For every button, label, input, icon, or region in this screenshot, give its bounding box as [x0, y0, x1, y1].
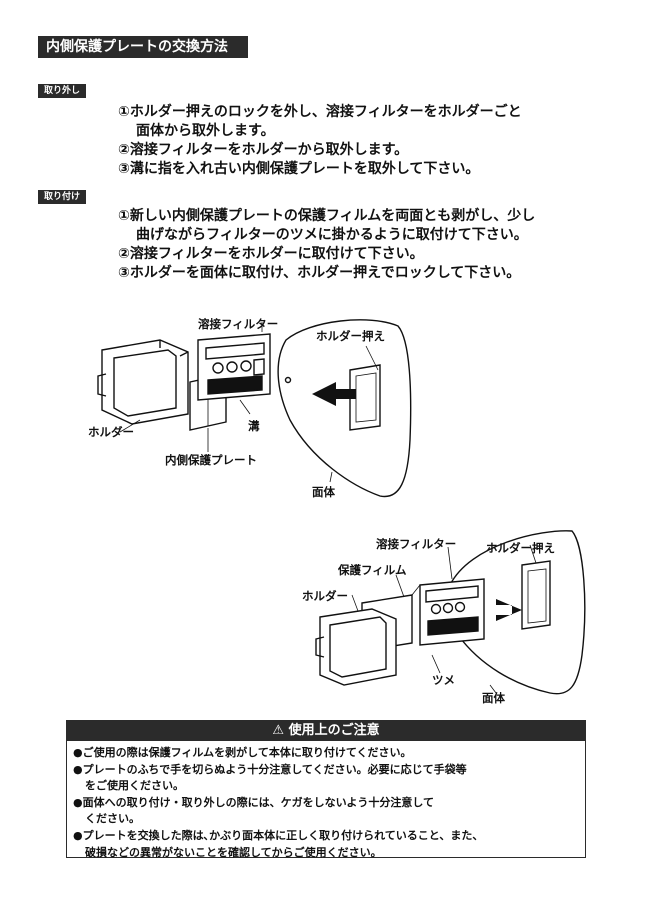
fig2-filter-label: 溶接フィルター — [376, 537, 457, 551]
fig2-mask-label: 面体 — [482, 691, 505, 705]
fig2-holder-label: ホルダー — [302, 589, 348, 603]
removal-step-1: ①ホルダー押えのロックを外し、溶接フィルターをホルダーごと — [118, 104, 522, 120]
fig2-tab-label: ツメ — [432, 673, 455, 687]
caution-heading: 使用上のご注意 — [288, 723, 380, 738]
warning-icon: ⚠ — [272, 723, 285, 738]
page-title: 内側保護プレートの交換方法 — [38, 36, 248, 58]
caution-line-2: ●プレートのふちで手を切らぬよう十分注意してください。必要に応じて手袋等 — [73, 762, 467, 776]
fig1-groove-label: 溝 — [248, 419, 260, 433]
caution-line-3: をご使用ください。 — [85, 779, 184, 793]
caution-box: ⚠ 使用上のご注意 ●ご使用の際は保護フィルムを剥がして本体に取り付けてください… — [66, 720, 586, 861]
fig1-inner-plate-label: 内側保護プレート — [165, 453, 257, 467]
removal-diagram — [97, 319, 412, 498]
install-step-1-cont: 曲げながらフィルターのツメに掛かるように取付けて下さい。 — [136, 227, 528, 243]
install-step-1: ①新しい内側保護プレートの保護フィルムを両面とも剥がし、少し — [118, 208, 536, 224]
caution-line-1: ●ご使用の際は保護フィルムを剥がして本体に取り付けてください。 — [73, 746, 412, 759]
fig1-filter-label: 溶接フィルター — [198, 317, 279, 331]
caution-header: ⚠ 使用上のご注意 — [67, 721, 585, 741]
removal-tag: 取り外し — [38, 84, 87, 98]
caution-line-6: ●プレートを交換した際は､かぶり面本体に正しく取り付けられていること、また、 — [73, 828, 484, 842]
removal-step-2: ②溶接フィルターをホルダーから取外します。 — [118, 142, 409, 158]
install-tag: 取り付け — [38, 190, 87, 204]
caution-line-7: 破損などの異常がないことを確認してからご使用ください。 — [85, 845, 382, 859]
caution-body: ●ご使用の際は保護フィルムを剥がして本体に取り付けてください。 ●プレートのふち… — [67, 741, 585, 861]
caution-line-4: ●面体への取り付け・取り外しの際には、ケガをしないよう十分注意して — [73, 795, 435, 809]
removal-step-1-cont: 面体から取外します。 — [136, 123, 275, 139]
caution-line-5: ください。 — [85, 812, 140, 826]
fig1-holder-label: ホルダー — [88, 425, 134, 439]
fig2-film-label: 保護フィルム — [338, 563, 407, 577]
fig1-holder-clamp-label: ホルダー押え — [316, 329, 385, 343]
install-step-2: ②溶接フィルターをホルダーに取付けて下さい。 — [118, 246, 424, 262]
fig1-mask-label: 面体 — [312, 485, 335, 499]
removal-steps: ①ホルダー押えのロックを外し、溶接フィルターをホルダーごと 面体から取外します。… — [118, 103, 522, 179]
install-steps: ①新しい内側保護プレートの保護フィルムを両面とも剥がし、少し 曲げながらフィルタ… — [118, 207, 535, 283]
fig2-holder-clamp-label: ホルダー押え — [486, 541, 555, 555]
removal-step-3: ③溝に指を入れ古い内側保護プレートを取外して下さい。 — [118, 161, 480, 177]
install-diagram — [315, 530, 586, 695]
install-step-3: ③ホルダーを面体に取付け、ホルダー押えでロックして下さい。 — [118, 265, 521, 281]
